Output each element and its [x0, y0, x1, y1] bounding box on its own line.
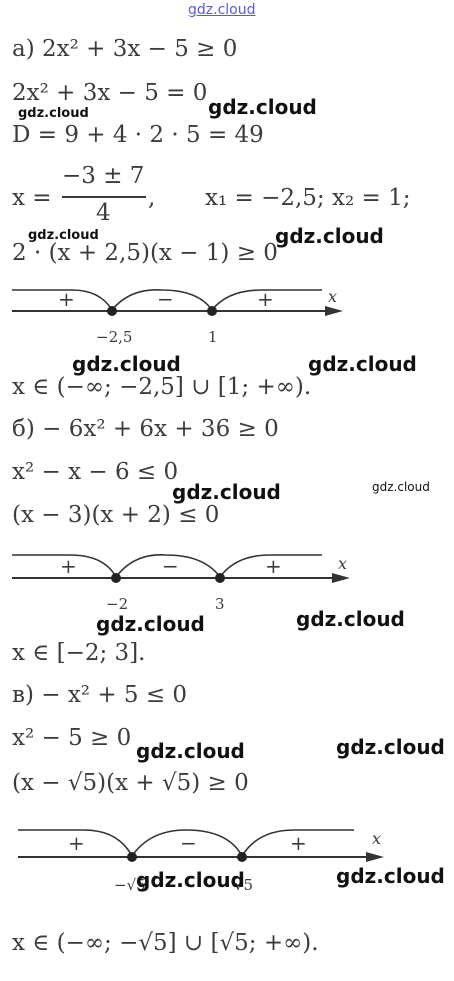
fraction-bar	[62, 196, 146, 198]
tick-left: −√5	[114, 876, 146, 894]
arc-right	[241, 829, 354, 857]
part-b-simplified: x² − x − 6 ≤ 0	[12, 459, 179, 485]
watermark: gdz.cloud	[372, 480, 430, 494]
watermark-top: gdz.cloud	[188, 2, 256, 18]
arc-middle	[131, 829, 243, 857]
arc-middle	[115, 554, 221, 578]
part-c-factored: (x − √5)(x + √5) ≥ 0	[12, 770, 249, 796]
point-right	[207, 306, 217, 316]
watermark: gdz.cloud	[275, 224, 384, 248]
sign-right: +	[257, 287, 274, 311]
number-line-b: + − + x −2 3	[12, 554, 350, 613]
part-a-fraction-numerator: −3 ± 7	[62, 163, 145, 189]
tick-left: −2	[106, 595, 128, 613]
point-right	[215, 573, 225, 583]
axis-arrow	[366, 852, 384, 862]
part-b-inequality: б) − 6x² + 6x + 36 ≥ 0	[12, 416, 279, 442]
watermark: gdz.cloud	[308, 352, 417, 376]
sign-left: +	[60, 554, 77, 578]
watermark: gdz.cloud	[28, 228, 99, 243]
sign-middle: −	[162, 554, 179, 578]
part-a-roots: x₁ = −2,5; x₂ = 1;	[205, 185, 411, 211]
watermark: gdz.cloud	[336, 864, 445, 888]
sign-right: +	[290, 831, 307, 855]
tick-left: −2,5	[96, 328, 132, 346]
watermark: gdz.cloud	[18, 106, 89, 121]
axis-arrow	[332, 573, 350, 583]
sign-left: +	[58, 287, 75, 311]
sign-middle: −	[180, 831, 197, 855]
arc-right	[219, 554, 322, 578]
tick-right: √5	[234, 876, 253, 894]
part-b-factored: (x − 3)(x + 2) ≤ 0	[12, 502, 220, 528]
part-a-label: а)	[12, 36, 35, 62]
part-a-answer: x ∈ (−∞; −2,5] ∪ [1; +∞).	[12, 374, 312, 400]
number-line-a: + − + x −2,5 1	[12, 287, 343, 346]
part-c-simplified: x² − 5 ≥ 0	[12, 725, 132, 751]
watermark: gdz.cloud	[172, 480, 281, 504]
watermark: gdz.cloud	[336, 735, 445, 759]
axis-label: x	[338, 554, 347, 573]
watermark: gdz.cloud	[96, 612, 205, 636]
watermark: gdz.cloud	[136, 739, 245, 763]
part-a-fraction-denominator: 4	[96, 200, 111, 226]
arc-middle	[111, 289, 213, 311]
watermark: gdz.cloud	[136, 868, 245, 892]
watermark: gdz.cloud	[72, 352, 181, 376]
part-a-x-prefix: x =	[12, 185, 52, 211]
part-a-factored: 2 · (x + 2,5)(x − 1) ≥ 0	[12, 240, 278, 266]
number-line-c: + − + x −√5 √5	[18, 829, 384, 894]
watermark: gdz.cloud	[296, 607, 405, 631]
point-left	[127, 852, 137, 862]
arc-left	[12, 289, 113, 311]
watermark: gdz.cloud	[208, 95, 317, 119]
part-b-answer: x ∈ [−2; 3].	[12, 640, 146, 666]
point-left	[107, 306, 117, 316]
arc-left	[12, 554, 117, 578]
part-a-discriminant: D = 9 + 4 · 2 · 5 = 49	[12, 122, 264, 148]
sign-left: +	[68, 831, 85, 855]
part-a-inequality-text: 2x² + 3x − 5 ≥ 0	[42, 36, 238, 62]
part-a-fraction-comma: ,	[148, 185, 156, 211]
axis-arrow	[325, 306, 343, 316]
part-a-equation: 2x² + 3x − 5 = 0	[12, 80, 208, 106]
part-c-answer: x ∈ (−∞; −√5] ∪ [√5; +∞).	[12, 930, 319, 956]
part-c-inequality: в) − x² + 5 ≤ 0	[12, 682, 188, 708]
part-a-inequality: а) 2x² + 3x − 5 ≥ 0	[12, 36, 237, 62]
arc-right	[211, 289, 322, 311]
tick-right: 3	[215, 595, 225, 613]
sign-middle: −	[157, 287, 174, 311]
axis-label: x	[372, 829, 381, 848]
point-left	[111, 573, 121, 583]
point-right	[237, 852, 247, 862]
sign-right: +	[265, 554, 282, 578]
tick-right: 1	[208, 328, 218, 346]
arc-left	[18, 829, 133, 857]
axis-label: x	[328, 287, 337, 306]
